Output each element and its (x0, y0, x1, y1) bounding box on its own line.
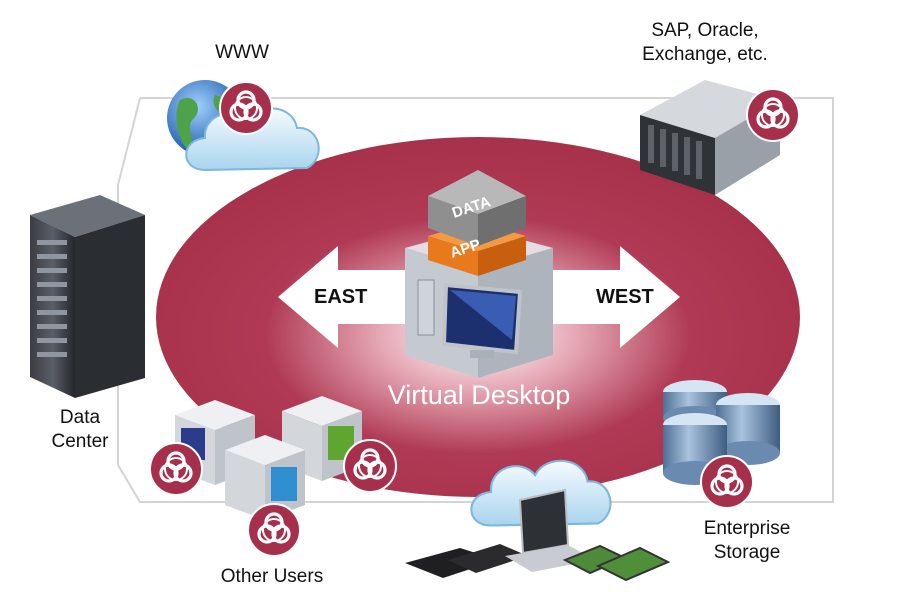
biohazard-icon (745, 87, 801, 143)
tablet-icon (405, 544, 528, 578)
biohazard-icon (218, 80, 274, 136)
storage-label-line2: Storage (713, 542, 781, 563)
apps-label-line2: Exchange, etc. (642, 44, 768, 65)
virtual-desktop-cube (405, 228, 553, 378)
biohazard-icon (342, 438, 398, 494)
west-label: WEST (596, 286, 654, 308)
biohazard-icon (148, 441, 204, 497)
biohazard-icon (699, 454, 755, 510)
east-label: EAST (314, 286, 368, 308)
laptop-icon (505, 488, 595, 572)
biohazard-icon (246, 502, 302, 558)
user-desktop-icon (225, 435, 305, 520)
datacenter-label-line1: Data (59, 407, 101, 428)
east-arrow (278, 246, 405, 348)
datacenter-label-line2: Center (51, 431, 109, 452)
www-label: WWW (215, 42, 269, 63)
west-arrow (553, 246, 680, 348)
data-layer (428, 170, 526, 246)
rack-icon (30, 195, 145, 398)
network-frame (117, 97, 834, 503)
tablet-icon (562, 544, 671, 582)
apps-label-line1: SAP, Oracle, (651, 20, 759, 41)
other-users-label: Other Users (220, 566, 324, 587)
storage-label-line1: Enterprise (703, 518, 791, 539)
virtual-desktop-label: Virtual Desktop (387, 380, 571, 410)
